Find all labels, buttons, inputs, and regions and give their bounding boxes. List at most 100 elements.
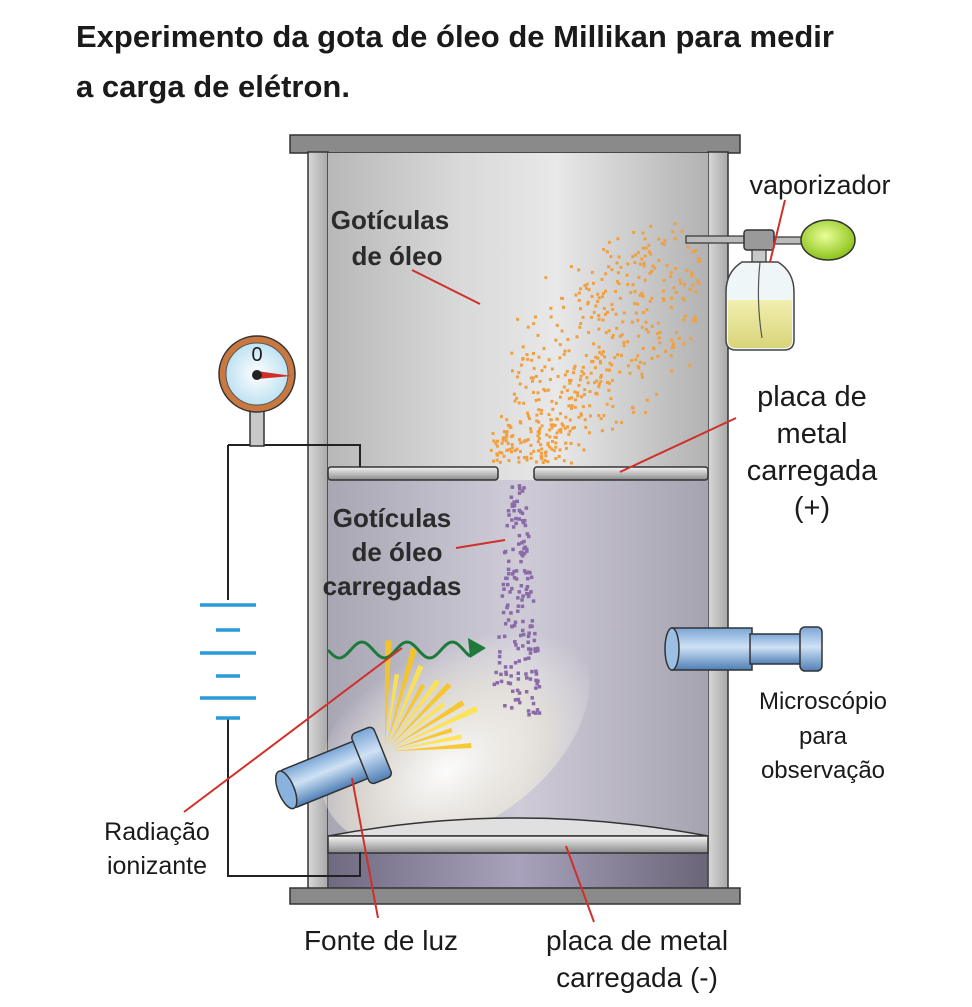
oil-droplet	[567, 404, 571, 408]
oil-droplet	[643, 254, 647, 258]
oil-droplet	[689, 337, 693, 341]
oil-droplet	[544, 454, 548, 458]
oil-droplet	[634, 253, 638, 257]
oil-droplet	[521, 345, 525, 349]
vaporizer-tube	[773, 236, 803, 245]
oil-droplet	[563, 426, 567, 430]
oil-droplet	[504, 439, 508, 443]
pointer-charged-droplets	[455, 539, 506, 549]
charged-oil-droplet	[506, 582, 510, 587]
oil-droplet	[671, 342, 675, 346]
vaporizer-valve	[743, 229, 775, 251]
charged-oil-droplet	[504, 670, 508, 675]
charged-oil-droplet	[509, 674, 513, 678]
oil-droplet	[518, 438, 521, 442]
oil-droplet	[665, 264, 669, 268]
oil-droplet	[611, 427, 614, 431]
oil-droplet	[681, 296, 685, 300]
oil-droplet	[540, 408, 544, 412]
oil-droplet	[562, 385, 566, 389]
charged-oil-droplet	[521, 644, 525, 648]
charged-oil-droplet	[513, 661, 518, 665]
oil-droplet	[586, 381, 590, 385]
charged-oil-droplet	[508, 681, 513, 686]
oil-droplet	[588, 431, 591, 435]
label-charged-l2: de óleo	[351, 537, 442, 567]
oil-droplet	[506, 423, 510, 427]
oil-droplet	[645, 308, 649, 312]
oil-droplet	[587, 288, 591, 292]
oil-droplet	[568, 378, 571, 382]
oil-droplet	[625, 273, 629, 277]
oil-droplet	[592, 281, 595, 285]
oil-droplet	[563, 373, 567, 377]
oil-droplet	[634, 358, 638, 361]
charged-oil-droplet	[506, 618, 511, 622]
oil-droplet	[561, 424, 565, 428]
oil-droplet	[685, 268, 689, 272]
oil-droplet	[602, 414, 606, 417]
oil-droplet	[670, 338, 674, 342]
charged-oil-droplet	[517, 533, 522, 538]
charged-oil-droplet	[513, 698, 518, 702]
charged-oil-droplet	[507, 572, 511, 576]
oil-droplet	[554, 338, 558, 342]
oil-droplet	[505, 448, 509, 452]
oil-droplet	[554, 401, 558, 405]
charged-oil-droplet	[499, 679, 504, 684]
oil-droplet	[549, 423, 553, 427]
oil-droplet	[538, 379, 542, 383]
oil-droplet	[669, 271, 673, 275]
charged-oil-droplet	[520, 489, 525, 493]
pointer-vaporizer	[769, 199, 786, 263]
charged-oil-droplet	[537, 685, 542, 689]
pointer-lines	[183, 199, 786, 923]
charged-oil-droplet	[504, 672, 508, 676]
oil-droplet	[534, 398, 538, 402]
oil-droplet	[547, 413, 551, 417]
oil-droplet	[560, 422, 564, 426]
oil-droplet	[638, 262, 642, 266]
oil-droplet	[574, 293, 578, 297]
charged-oil-droplet	[511, 525, 516, 529]
oil-droplet	[540, 447, 544, 451]
oil-droplet	[572, 371, 575, 375]
oil-droplet	[517, 456, 521, 460]
oil-droplet	[679, 281, 683, 285]
oil-droplet	[583, 393, 586, 396]
oil-droplet	[647, 250, 651, 254]
charged-oil-droplet	[521, 520, 526, 525]
oil-droplet	[525, 458, 529, 462]
oil-droplet	[682, 318, 686, 322]
oil-droplet	[554, 457, 558, 460]
oil-droplet	[534, 315, 537, 319]
charged-oil-droplet	[508, 590, 512, 594]
oil-droplet	[622, 341, 626, 344]
charged-oil-droplet	[511, 547, 515, 552]
oil-droplet	[515, 375, 519, 379]
oil-droplet	[574, 398, 577, 402]
charged-oil-droplet	[527, 534, 531, 539]
oil-droplet	[631, 283, 635, 287]
oil-droplet	[627, 364, 630, 368]
oil-droplet	[651, 264, 655, 268]
charged-oil-droplet	[523, 523, 528, 528]
charged-oil-droplet	[523, 657, 527, 661]
light-ray	[392, 734, 463, 751]
oil-droplet	[517, 371, 521, 375]
oil-droplet	[626, 262, 630, 266]
charged-oil-droplet	[528, 677, 533, 681]
charged-oil-droplet	[517, 590, 521, 594]
oil-droplet	[510, 446, 514, 450]
oil-droplet	[591, 360, 595, 364]
charged-oil-droplet	[527, 631, 531, 635]
oil-droplet	[607, 240, 611, 244]
oil-droplet	[551, 440, 554, 443]
oil-droplet	[696, 279, 700, 283]
oil-droplet	[558, 343, 562, 347]
oil-droplet	[674, 290, 678, 294]
oil-droplet	[584, 425, 588, 429]
oil-droplet	[629, 291, 633, 295]
charged-oil-droplet	[516, 671, 520, 675]
oil-droplet	[565, 388, 569, 392]
